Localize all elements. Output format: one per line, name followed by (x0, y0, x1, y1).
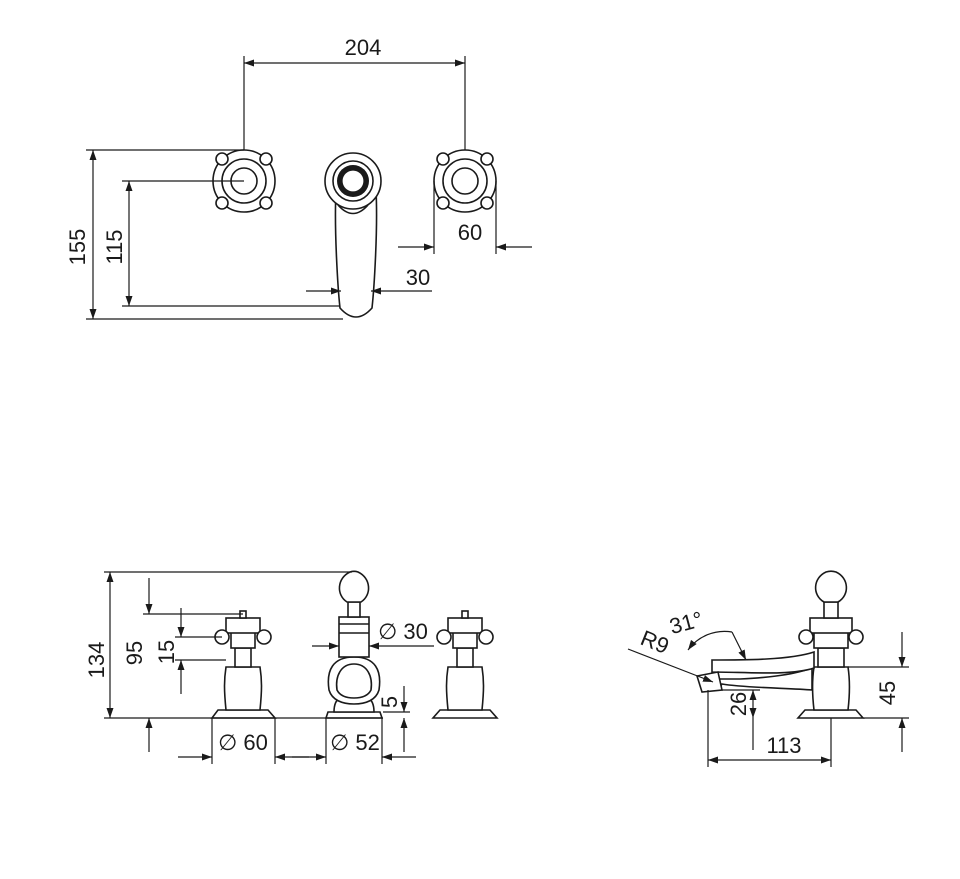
dim-15: 15 (154, 640, 179, 664)
dim-30-spout: 30 (406, 265, 430, 290)
dim-60-handle: 60 (458, 220, 482, 245)
tap-side (695, 570, 865, 719)
dim-115: 115 (102, 229, 127, 264)
right-handle-top (433, 149, 497, 213)
dim-r9: R9 (637, 625, 672, 659)
dim-dia-60: ∅ 60 (218, 730, 268, 755)
front-view: 134 95 15 ∅ 30 5 ∅ 60 ∅ 52 (84, 570, 499, 764)
dim-5: 5 (377, 696, 402, 708)
left-handle-front (210, 610, 277, 719)
dim-31-deg: 31° (667, 606, 706, 639)
dim-95: 95 (122, 641, 147, 665)
dim-113: 113 (766, 733, 801, 758)
spout-front (324, 570, 384, 719)
dim-dia-30: ∅ 30 (378, 619, 428, 644)
dim-155: 155 (65, 229, 90, 266)
dim-134: 134 (84, 642, 109, 679)
dim-45: 45 (875, 681, 900, 705)
spout-top (324, 152, 382, 318)
side-view: R9 31° 26 45 113 (627, 570, 909, 767)
dim-dia-52: ∅ 52 (330, 730, 380, 755)
top-view: 204 155 115 60 30 (65, 35, 532, 320)
dim-26: 26 (726, 692, 751, 716)
dim-204: 204 (345, 35, 382, 60)
right-handle-front (431, 610, 499, 719)
